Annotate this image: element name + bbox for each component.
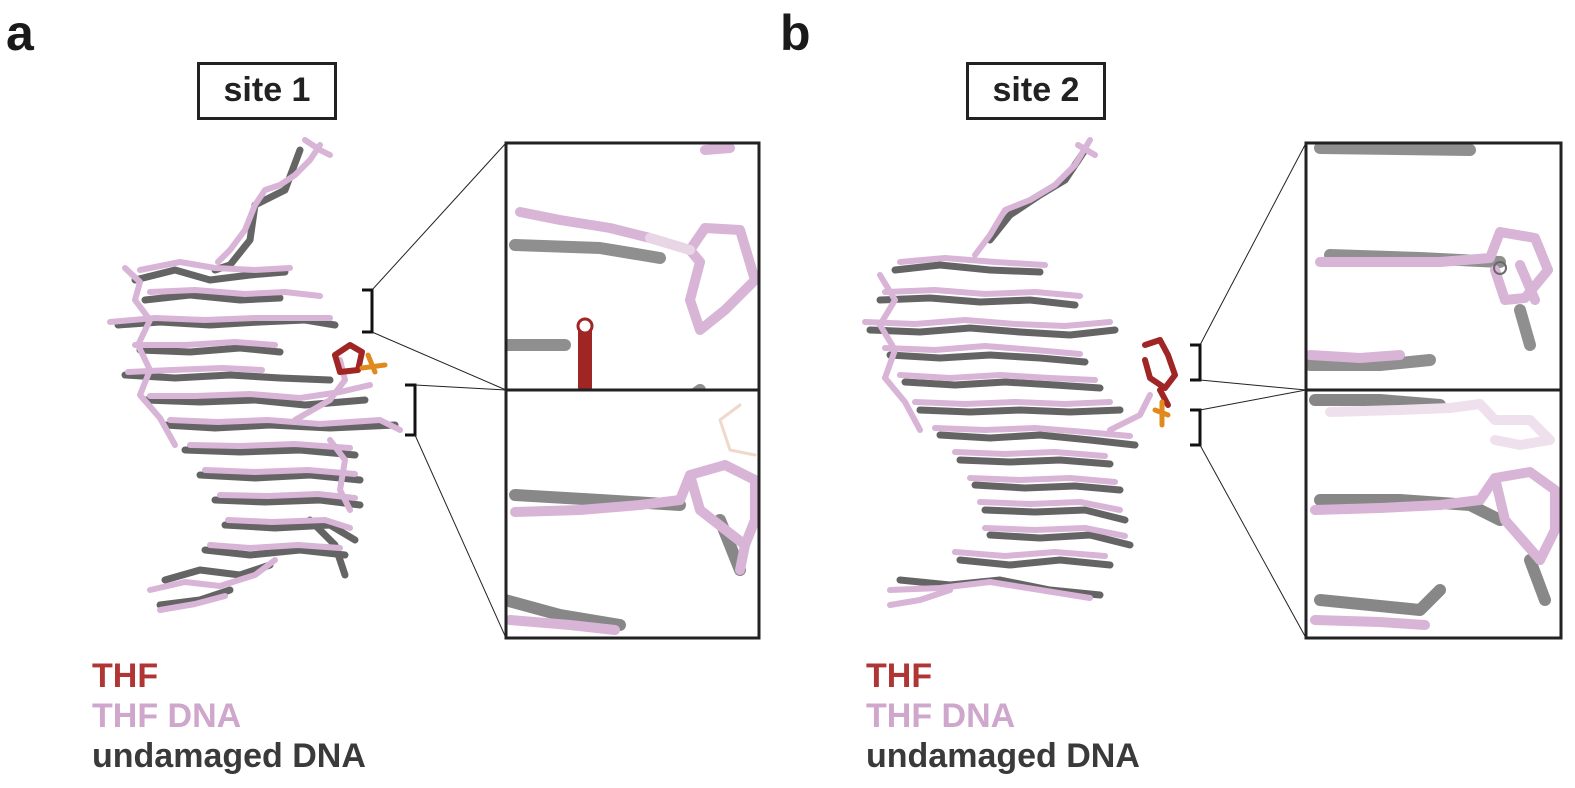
inset-site-1-bottom bbox=[506, 403, 759, 635]
panel-a-label: a bbox=[6, 5, 34, 61]
legend-undamaged-dna: undamaged DNA bbox=[92, 737, 366, 775]
legend-site-2: THF THF DNA undamaged DNA bbox=[866, 656, 1140, 776]
legend-thf: THF bbox=[92, 657, 159, 695]
dna-helix-site-1 bbox=[107, 137, 403, 613]
inset-frame-site-2-bottom bbox=[1304, 388, 1563, 640]
legend-thf: THF bbox=[866, 657, 933, 695]
inset-site-2-top bbox=[1306, 143, 1553, 371]
inset-site-1-top bbox=[506, 143, 759, 390]
bracket-markers-site-2 bbox=[1190, 343, 1202, 447]
zoom-connectors-site-1 bbox=[371, 142, 507, 639]
bracket-markers-site-1 bbox=[362, 288, 417, 437]
legend-thf-dna: THF DNA bbox=[866, 697, 1016, 735]
inset-frame-site-1-top bbox=[504, 141, 761, 392]
inset-site-2-bottom bbox=[1309, 394, 1560, 630]
inset-frame-site-1-bottom bbox=[504, 388, 761, 640]
legend-undamaged-dna: undamaged DNA bbox=[866, 737, 1140, 775]
panel-b-label: b bbox=[780, 5, 811, 61]
zoom-connectors-site-2 bbox=[1199, 142, 1307, 639]
site-2-label: site 2 bbox=[966, 62, 1106, 120]
dna-helix-site-2 bbox=[862, 137, 1178, 608]
legend-thf-dna: THF DNA bbox=[92, 697, 242, 735]
site-1-label: site 1 bbox=[197, 62, 337, 120]
legend-site-1: THF THF DNA undamaged DNA bbox=[92, 656, 366, 776]
